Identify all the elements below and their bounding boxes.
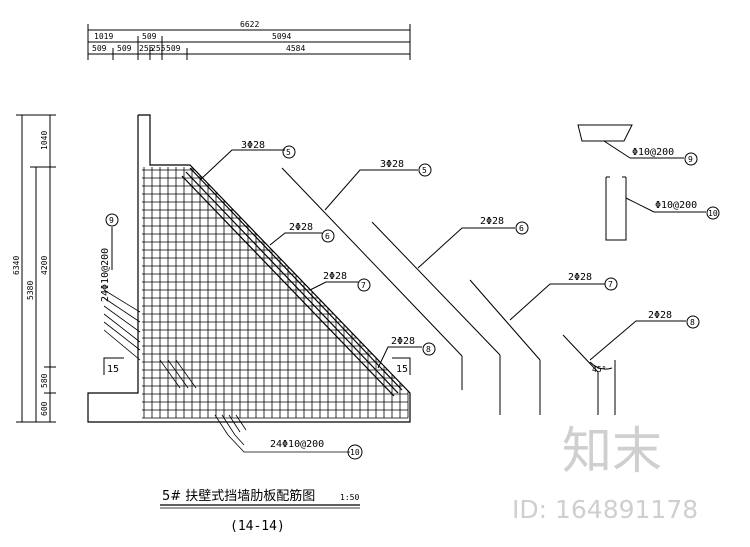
section-mark-right: 15 bbox=[392, 357, 411, 375]
detail-bar-6: 2Φ28 6 bbox=[371, 216, 529, 415]
dim-overall-height: 6340 bbox=[12, 256, 21, 275]
watermark-logo: 知末 bbox=[562, 422, 662, 480]
reinforcement-grid bbox=[142, 167, 409, 419]
rib-main-bars bbox=[181, 167, 403, 397]
drawing-title: 5# 扶壁式挡墙肋板配筋图 1:50 (14-14) bbox=[160, 488, 360, 534]
detail-stirrup-9: Φ10@200 9 bbox=[577, 124, 698, 166]
callout-9: 24Φ10@200 9 bbox=[100, 213, 119, 302]
detail-9-num: 9 bbox=[688, 155, 693, 164]
title-section: (14-14) bbox=[230, 519, 285, 534]
title-scale: 1:50 bbox=[340, 493, 359, 502]
dim-4200: 4200 bbox=[40, 256, 49, 275]
watermark: 知末 ID: 164891178 bbox=[512, 422, 698, 524]
detail-6-label: 2Φ28 bbox=[480, 216, 504, 227]
detail-7-label: 2Φ28 bbox=[568, 272, 592, 283]
dim-4584: 4584 bbox=[286, 44, 305, 53]
dim-1040: 1040 bbox=[40, 131, 49, 150]
detail-8-label: 2Φ28 bbox=[648, 310, 672, 321]
callout-9-num: 9 bbox=[109, 216, 114, 225]
callout-6-label: 2Φ28 bbox=[289, 222, 313, 233]
detail-7-num: 7 bbox=[608, 280, 613, 289]
callout-6-num: 6 bbox=[325, 232, 330, 241]
detail-bar-7: 2Φ28 7 bbox=[469, 272, 618, 415]
section-mark-right-label: 15 bbox=[396, 364, 408, 375]
dim-255-b: 255 bbox=[151, 44, 166, 53]
detail-bar-5: 3Φ28 5 bbox=[281, 159, 463, 390]
dim-509-b: 509 bbox=[92, 44, 107, 53]
dim-600: 600 bbox=[40, 401, 49, 416]
left-dimension-chain: 6340 5380 1040 4200 580 600 bbox=[12, 114, 56, 423]
callout-10: 24Φ10@200 10 bbox=[270, 439, 363, 460]
dim-5094: 5094 bbox=[272, 32, 291, 41]
detail-stirrup-10: Φ10@200 10 bbox=[605, 176, 720, 241]
callout-9-label: 24Φ10@200 bbox=[100, 248, 111, 302]
detail-5-label: 3Φ28 bbox=[380, 159, 404, 170]
detail-9-label: Φ10@200 bbox=[632, 147, 674, 158]
callout-8-num: 8 bbox=[426, 345, 431, 354]
section-mark-left-label: 15 bbox=[107, 364, 119, 375]
stirrup-bunch-bottom bbox=[214, 414, 350, 453]
callout-7-label: 2Φ28 bbox=[323, 271, 347, 282]
callout-7-num: 7 bbox=[361, 281, 366, 290]
callout-10-label: 24Φ10@200 bbox=[270, 439, 324, 450]
callout-5-num: 5 bbox=[286, 148, 291, 157]
detail-8-num: 8 bbox=[690, 318, 695, 327]
dim-509-d: 509 bbox=[166, 44, 181, 53]
stirrup-bunch-left bbox=[103, 289, 197, 389]
dim-1019: 1019 bbox=[94, 32, 113, 41]
dim-509-a: 509 bbox=[142, 32, 157, 41]
angle-label: 45° bbox=[592, 365, 606, 374]
dim-580: 580 bbox=[40, 373, 49, 388]
callout-7: 2Φ28 7 bbox=[309, 271, 371, 292]
section-mark-left: 15 bbox=[103, 357, 124, 375]
top-dimension-chain: 6622 1019 509 5094 509 509 255 255 509 4… bbox=[87, 20, 411, 60]
watermark-id: ID: 164891178 bbox=[512, 495, 698, 524]
detail-10-num: 10 bbox=[708, 209, 718, 218]
callout-8: 2Φ28 8 bbox=[377, 336, 436, 369]
callout-10-num: 10 bbox=[350, 448, 360, 457]
dim-509-c: 509 bbox=[117, 44, 132, 53]
wall-outline bbox=[87, 114, 411, 423]
detail-5-num: 5 bbox=[422, 166, 427, 175]
detail-10-label: Φ10@200 bbox=[655, 200, 697, 211]
dim-255-a: 255 bbox=[139, 44, 154, 53]
detail-bar-8: 2Φ28 8 45° bbox=[562, 310, 700, 415]
dim-5380: 5380 bbox=[26, 281, 35, 300]
callout-8-label: 2Φ28 bbox=[391, 336, 415, 347]
callout-6: 2Φ28 6 bbox=[269, 222, 335, 246]
callout-5-label: 3Φ28 bbox=[241, 140, 265, 151]
detail-6-num: 6 bbox=[519, 224, 524, 233]
title-main: 5# 扶壁式挡墙肋板配筋图 bbox=[162, 488, 315, 504]
dim-overall-width: 6622 bbox=[240, 20, 259, 29]
callout-5: 3Φ28 5 bbox=[199, 140, 296, 181]
